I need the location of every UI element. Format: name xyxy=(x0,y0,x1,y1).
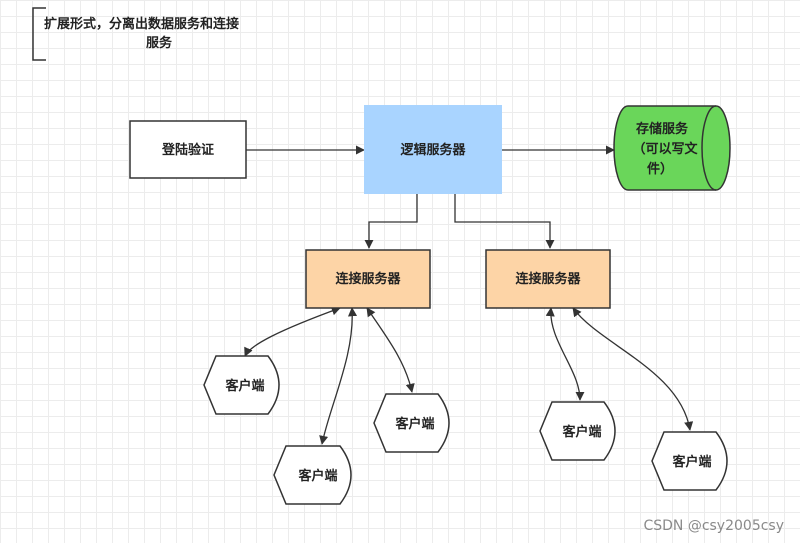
client-5: 客户端 xyxy=(651,431,728,491)
client-1: 客户端 xyxy=(203,355,280,415)
edge-conn-left-client-2 xyxy=(319,307,358,445)
login-label: 登陆验证 xyxy=(161,142,214,158)
node-storage: 存储服务 （可以写文 件） xyxy=(613,105,731,191)
client-5-shape xyxy=(651,431,728,491)
client-2-shape xyxy=(273,445,352,505)
client-5-label: 客户端 xyxy=(672,454,711,470)
login-box xyxy=(129,120,247,179)
client-2: 客户端 xyxy=(273,445,352,505)
conn-server-left-box xyxy=(305,249,431,309)
note-annotation: 扩展形式，分离出数据服务和连接 服务 xyxy=(32,7,239,61)
edge-conn-left-client-3 xyxy=(366,307,415,393)
edge-conn-right-client-5 xyxy=(572,307,694,431)
node-login: 登陆验证 xyxy=(129,120,247,179)
note-bracket xyxy=(32,7,46,61)
client-2-label: 客户端 xyxy=(298,468,337,484)
storage-label-line2: （可以写文 xyxy=(632,141,698,157)
client-3-label: 客户端 xyxy=(395,416,434,432)
storage-label-line1: 存储服务 xyxy=(636,121,689,137)
conn-server-right-label: 连接服务器 xyxy=(515,271,581,287)
edge-logic-to-conn-left xyxy=(364,194,418,249)
note-text-line1: 扩展形式，分离出数据服务和连接 xyxy=(44,16,239,32)
conn-server-left-label: 连接服务器 xyxy=(335,271,401,287)
client-1-shape xyxy=(203,355,280,415)
client-3: 客户端 xyxy=(373,393,450,453)
node-conn-server-right: 连接服务器 xyxy=(485,249,611,309)
conn-server-right-box xyxy=(485,249,611,309)
edge-logic-to-conn-right xyxy=(454,194,555,249)
logic-server-box xyxy=(364,105,502,194)
edge-conn-left-client-1 xyxy=(244,306,341,357)
client-3-shape xyxy=(373,393,450,453)
storage-label-line3: 件） xyxy=(647,161,673,177)
edge-conn-right-client-4 xyxy=(545,307,585,401)
node-logic-server: 逻辑服务器 xyxy=(364,105,502,194)
storage-cylinder-rim xyxy=(701,105,717,191)
node-conn-server-left: 连接服务器 xyxy=(305,249,431,309)
client-1-label: 客户端 xyxy=(225,378,264,394)
client-4: 客户端 xyxy=(539,401,616,461)
client-4-shape xyxy=(539,401,616,461)
edges xyxy=(244,145,694,445)
watermark-text: CSDN @csy2005csy xyxy=(643,518,784,534)
client-4-label: 客户端 xyxy=(562,424,601,440)
note-text-line2: 服务 xyxy=(146,35,173,51)
logic-server-label: 逻辑服务器 xyxy=(400,142,466,158)
